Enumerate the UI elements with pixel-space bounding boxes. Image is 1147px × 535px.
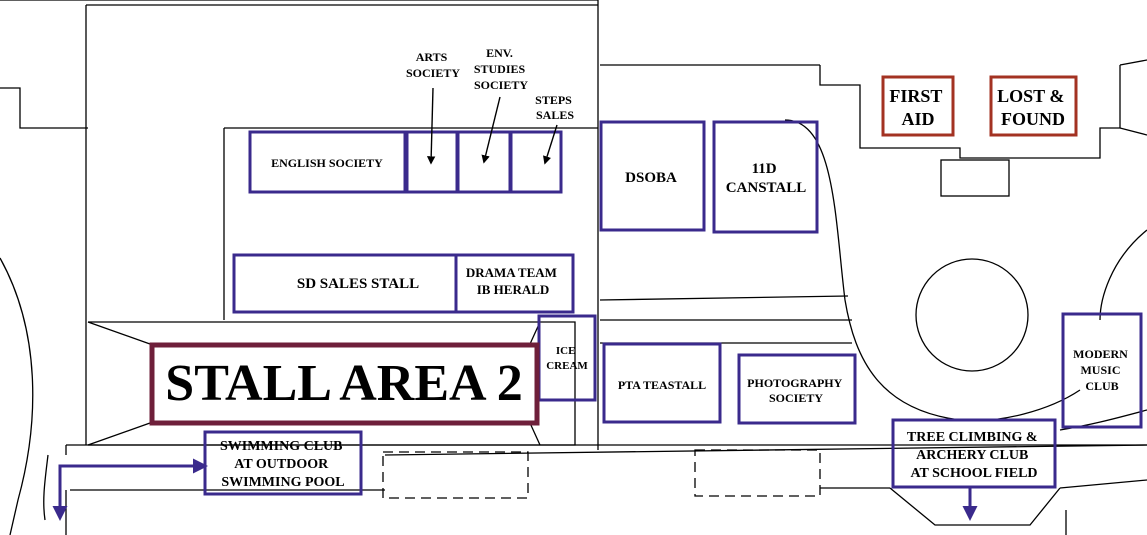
- title-box: [149, 342, 540, 426]
- dsoba-label: DSOBA: [625, 170, 677, 186]
- pointer-arrows: [426, 87, 558, 165]
- pta-teastall-stall[interactable]: [602, 342, 722, 424]
- ice-cream-label: ICE CREAM: [546, 345, 588, 372]
- modern-music-club-stall[interactable]: [1061, 312, 1143, 429]
- map-title: STALL AREA 2: [165, 355, 522, 412]
- canstall-11d-label: 11D CANSTALL: [726, 161, 807, 196]
- tree-climbing-label: TREE CLIMBING & ARCHERY CLUB AT SCHOOL F…: [907, 430, 1041, 481]
- lost-found-label: LOST & FOUND: [997, 86, 1069, 129]
- lost-found-box[interactable]: [989, 75, 1078, 137]
- dsoba-stall[interactable]: [599, 120, 706, 232]
- steps-sales-label: STEPS SALES: [535, 93, 575, 122]
- first-aid-label: FIRST AID: [889, 86, 946, 129]
- dashed-areas: [382, 449, 821, 499]
- pta-teastall-label: PTA TEASTALL: [618, 378, 706, 392]
- tree-climbing-sign[interactable]: [891, 418, 1057, 489]
- photography-society-stall[interactable]: [737, 353, 857, 425]
- drama-ib-stall[interactable]: [454, 253, 575, 314]
- modern-music-club-label: MODERN MUSIC CLUB: [1073, 347, 1131, 393]
- arts-society-label: ARTS SOCIETY: [406, 50, 460, 80]
- english-society-stall[interactable]: [248, 130, 407, 194]
- env-studies-label: ENV. STUDIES SOCIETY: [474, 46, 529, 92]
- swimming-club-label: SWIMMING CLUB AT OUTDOOR SWIMMING POOL: [220, 439, 346, 490]
- ice-cream-stall[interactable]: [537, 314, 597, 402]
- sd-sales-label: SD SALES STALL: [297, 276, 419, 292]
- steps-sales-stall[interactable]: [509, 130, 563, 194]
- direction-arrows: [52, 458, 978, 521]
- drama-ib-label: DRAMA TEAM IB HERALD: [466, 265, 560, 297]
- photography-society-label: PHOTOGRAPHY SOCIETY: [747, 376, 845, 405]
- english-society-label: ENGLISH SOCIETY: [271, 156, 383, 170]
- first-aid-box[interactable]: [881, 75, 955, 137]
- canstall-11d-stall[interactable]: [712, 120, 819, 234]
